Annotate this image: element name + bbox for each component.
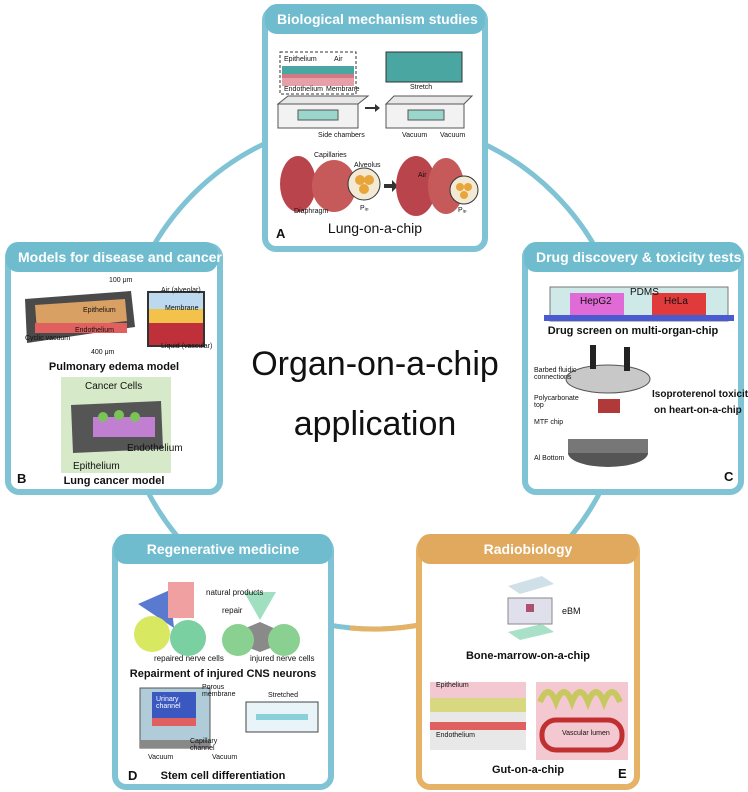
drug-screen-illustration bbox=[544, 286, 734, 467]
label-capillaries: Capillaries bbox=[314, 152, 347, 159]
center-title-line2: application bbox=[293, 405, 457, 443]
label-diaphragm: Diaphragm bbox=[294, 208, 329, 215]
label-pip-2: Pᵢₚ bbox=[458, 207, 467, 214]
caption-isoproterenol: Isoproterenol toxicity bbox=[652, 389, 748, 400]
caption-pulmonary-edema: Pulmonary edema model bbox=[48, 361, 180, 373]
label-epithelium-b: Epithelium bbox=[83, 307, 116, 314]
label-100um: 100 μm bbox=[109, 277, 133, 284]
center-title-line1: Organ-on-a-chip bbox=[251, 345, 499, 383]
label-membrane: Membrane bbox=[326, 86, 360, 93]
caption-stem-cell: Stem cell differentiation bbox=[160, 770, 286, 782]
label-alveolus: Alveolus bbox=[354, 162, 381, 169]
title-drug-discovery: Drug discovery & toxicity tests bbox=[524, 242, 742, 272]
label-membrane-b: Membrane bbox=[165, 305, 199, 312]
label-pdms: PDMS bbox=[630, 287, 659, 298]
label-air: Air bbox=[334, 56, 343, 63]
label-endothelium-b: Endothelium bbox=[75, 327, 114, 334]
label-urinary-channel: Urinary channel bbox=[156, 696, 181, 710]
label-pip: Pᵢₚ bbox=[360, 205, 369, 212]
label-endothelium-e: Endothelium bbox=[436, 732, 475, 739]
caption-drug-screen: Drug screen on multi-organ-chip bbox=[547, 325, 719, 337]
label-vacuum-2: Vacuum bbox=[440, 132, 466, 139]
label-ebm: eBM bbox=[562, 606, 581, 616]
label-cyclic-vacuum: Cyclic vacuum bbox=[25, 335, 71, 342]
panel-letter-a: A bbox=[276, 226, 286, 241]
label-natural-products: natural products bbox=[206, 588, 264, 597]
label-repaired-cells: repaired nerve cells bbox=[154, 654, 224, 663]
label-vacuum-d1: Vacuum bbox=[148, 754, 174, 761]
label-vascular-lumen: Vascular lumen bbox=[562, 730, 610, 737]
label-barbed: Barbed fluidic connections bbox=[534, 367, 577, 381]
label-side-chambers: Side chambers bbox=[318, 132, 365, 139]
label-vacuum-1: Vacuum bbox=[402, 132, 428, 139]
title-biological-mechanism: Biological mechanism studies bbox=[265, 4, 485, 34]
panel-e: eBM Bone-marrow-on-a-chip Epithelium End… bbox=[416, 536, 640, 790]
label-hela: HeLa bbox=[664, 296, 688, 307]
label-repair: repair bbox=[222, 606, 243, 615]
caption-lung-on-a-chip: Lung-on-a-chip bbox=[327, 220, 423, 236]
label-air-alveolar: Air (alveolar) bbox=[161, 287, 201, 294]
panel-d: natural products repair repaired nerve c… bbox=[112, 536, 334, 790]
label-porous-membrane: Porous membrane bbox=[202, 684, 236, 698]
panel-letter-b: B bbox=[17, 471, 27, 486]
label-epithelium: Epithelium bbox=[284, 56, 317, 63]
panel-a: Epithelium Air Endothelium Membrane Side… bbox=[262, 6, 488, 252]
label-vacuum-d2: Vacuum bbox=[212, 754, 238, 761]
radiobiology-illustration bbox=[430, 576, 628, 760]
title-regenerative: Regenerative medicine bbox=[114, 534, 332, 564]
label-endothelium: Endothelium bbox=[284, 86, 323, 93]
caption-heart-on-chip: on heart-on-a-chip bbox=[654, 405, 742, 416]
label-capillary-channel: Capillary channel bbox=[190, 738, 218, 752]
caption-bone-marrow: Bone-marrow-on-a-chip bbox=[465, 650, 591, 662]
label-polycarbonate: Polycarbonate top bbox=[534, 395, 579, 409]
panel-letter-c: C bbox=[724, 469, 734, 484]
caption-repairment: Repairment of injured CNS neurons bbox=[129, 668, 317, 680]
panel-c: HepG2 PDMS HeLa Drug screen on multi-org… bbox=[522, 243, 748, 495]
title-models-disease: Models for disease and cancer bbox=[6, 242, 222, 272]
regenerative-illustration bbox=[134, 582, 319, 749]
caption-gut-on-a-chip: Gut-on-a-chip bbox=[491, 764, 565, 776]
label-400um: 400 μm bbox=[91, 349, 115, 356]
label-mtf-chip: MTF chip bbox=[534, 419, 564, 426]
label-al-bottom: Al Bottom bbox=[534, 455, 565, 462]
label-air-2: Air bbox=[418, 172, 427, 179]
title-radiobiology: Radiobiology bbox=[418, 534, 638, 564]
label-epithelium-e: Epithelium bbox=[436, 682, 469, 689]
label-stretched: Stretched bbox=[268, 692, 298, 699]
label-hepg2: HepG2 bbox=[580, 296, 612, 307]
label-liquid-vascular: Liquid (vascular) bbox=[161, 343, 213, 350]
panel-b: 100 μm Air (alveolar) Membrane Epitheliu… bbox=[5, 243, 223, 495]
label-injured-cells: injured nerve cells bbox=[250, 654, 315, 663]
label-cancer-cells: Cancer Cells bbox=[85, 381, 143, 392]
label-endothelium-cancer: Endothelium bbox=[127, 443, 183, 454]
label-stretch: Stretch bbox=[410, 84, 433, 91]
caption-lung-cancer: Lung cancer model bbox=[63, 475, 165, 487]
label-epithelium-cancer: Epithelium bbox=[73, 461, 120, 472]
panel-letter-d: D bbox=[128, 768, 138, 783]
lung-chip-illustration bbox=[276, 51, 479, 216]
edema-cancer-illustration bbox=[25, 291, 205, 473]
panel-letter-e: E bbox=[618, 766, 627, 781]
